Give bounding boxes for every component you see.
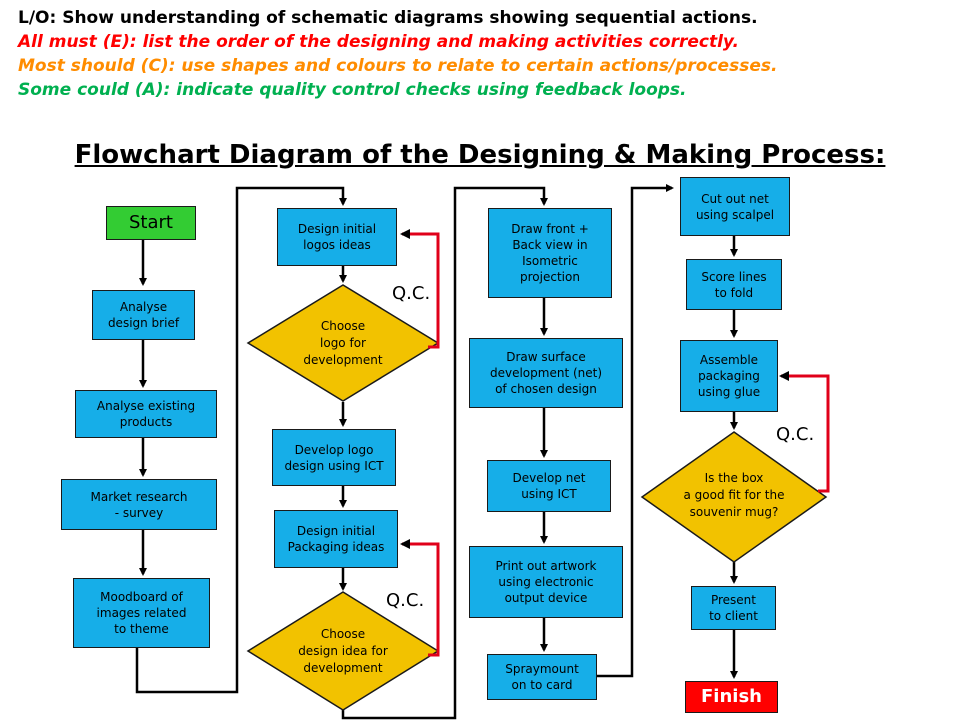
decision-diamond-fit (640, 431, 828, 563)
learning-objective: L/O: Show understanding of schematic dia… (18, 8, 758, 28)
objective-some-could: Some could (A): indicate quality control… (18, 80, 687, 100)
node-assemble-packaging: Assemble packaging using glue (680, 340, 778, 412)
node-present-to-client: Present to client (691, 586, 776, 630)
node-develop-logo-design: Develop logo design using ICT (272, 429, 396, 486)
qc-label-fit: Q.C. (776, 424, 815, 445)
node-moodboard: Moodboard of images related to theme (73, 578, 210, 648)
start-node: Start (106, 206, 196, 240)
decision-choose-logo: Choose logo for development (303, 318, 383, 367)
node-cut-out-net: Cut out net using scalpel (680, 177, 790, 236)
node-draw-isometric-views: Draw front + Back view in Isometric proj… (488, 208, 612, 298)
decision-diamond-design (246, 591, 440, 711)
feedback-loop-logo (400, 229, 440, 349)
node-design-initial-logos: Design initial logos ideas (277, 208, 397, 266)
node-analyse-existing-products: Analyse existing products (75, 390, 217, 438)
qc-label-logo: Q.C. (392, 283, 431, 304)
node-develop-net: Develop net using ICT (487, 460, 611, 512)
decision-box-fit: Is the box a good fit for the souvenir m… (683, 470, 785, 519)
node-spraymount: Spraymount on to card (487, 654, 597, 700)
node-draw-surface-development: Draw surface development (net) of chosen… (469, 338, 623, 408)
node-market-research: Market research - survey (61, 479, 217, 530)
decision-diamond-logo (246, 284, 440, 402)
feedback-loop-fit (779, 371, 830, 493)
diagram-title: Flowchart Diagram of the Designing & Mak… (74, 140, 886, 170)
objective-most-should: Most should (C): use shapes and colours … (18, 56, 778, 76)
connector (597, 184, 674, 678)
feedback-loop-packaging (400, 539, 440, 657)
node-score-lines: Score lines to fold (686, 259, 782, 310)
objective-all-must: All must (E): list the order of the desi… (18, 32, 739, 52)
decision-choose-design: Choose design idea for development (298, 626, 388, 675)
node-print-artwork: Print out artwork using electronic outpu… (469, 546, 623, 618)
node-design-initial-packaging: Design initial Packaging ideas (274, 510, 398, 568)
connector (341, 186, 548, 720)
connector (135, 186, 347, 694)
qc-label-packaging: Q.C. (386, 590, 425, 611)
node-analyse-design-brief: Analyse design brief (92, 290, 195, 340)
finish-node: Finish (685, 681, 778, 713)
